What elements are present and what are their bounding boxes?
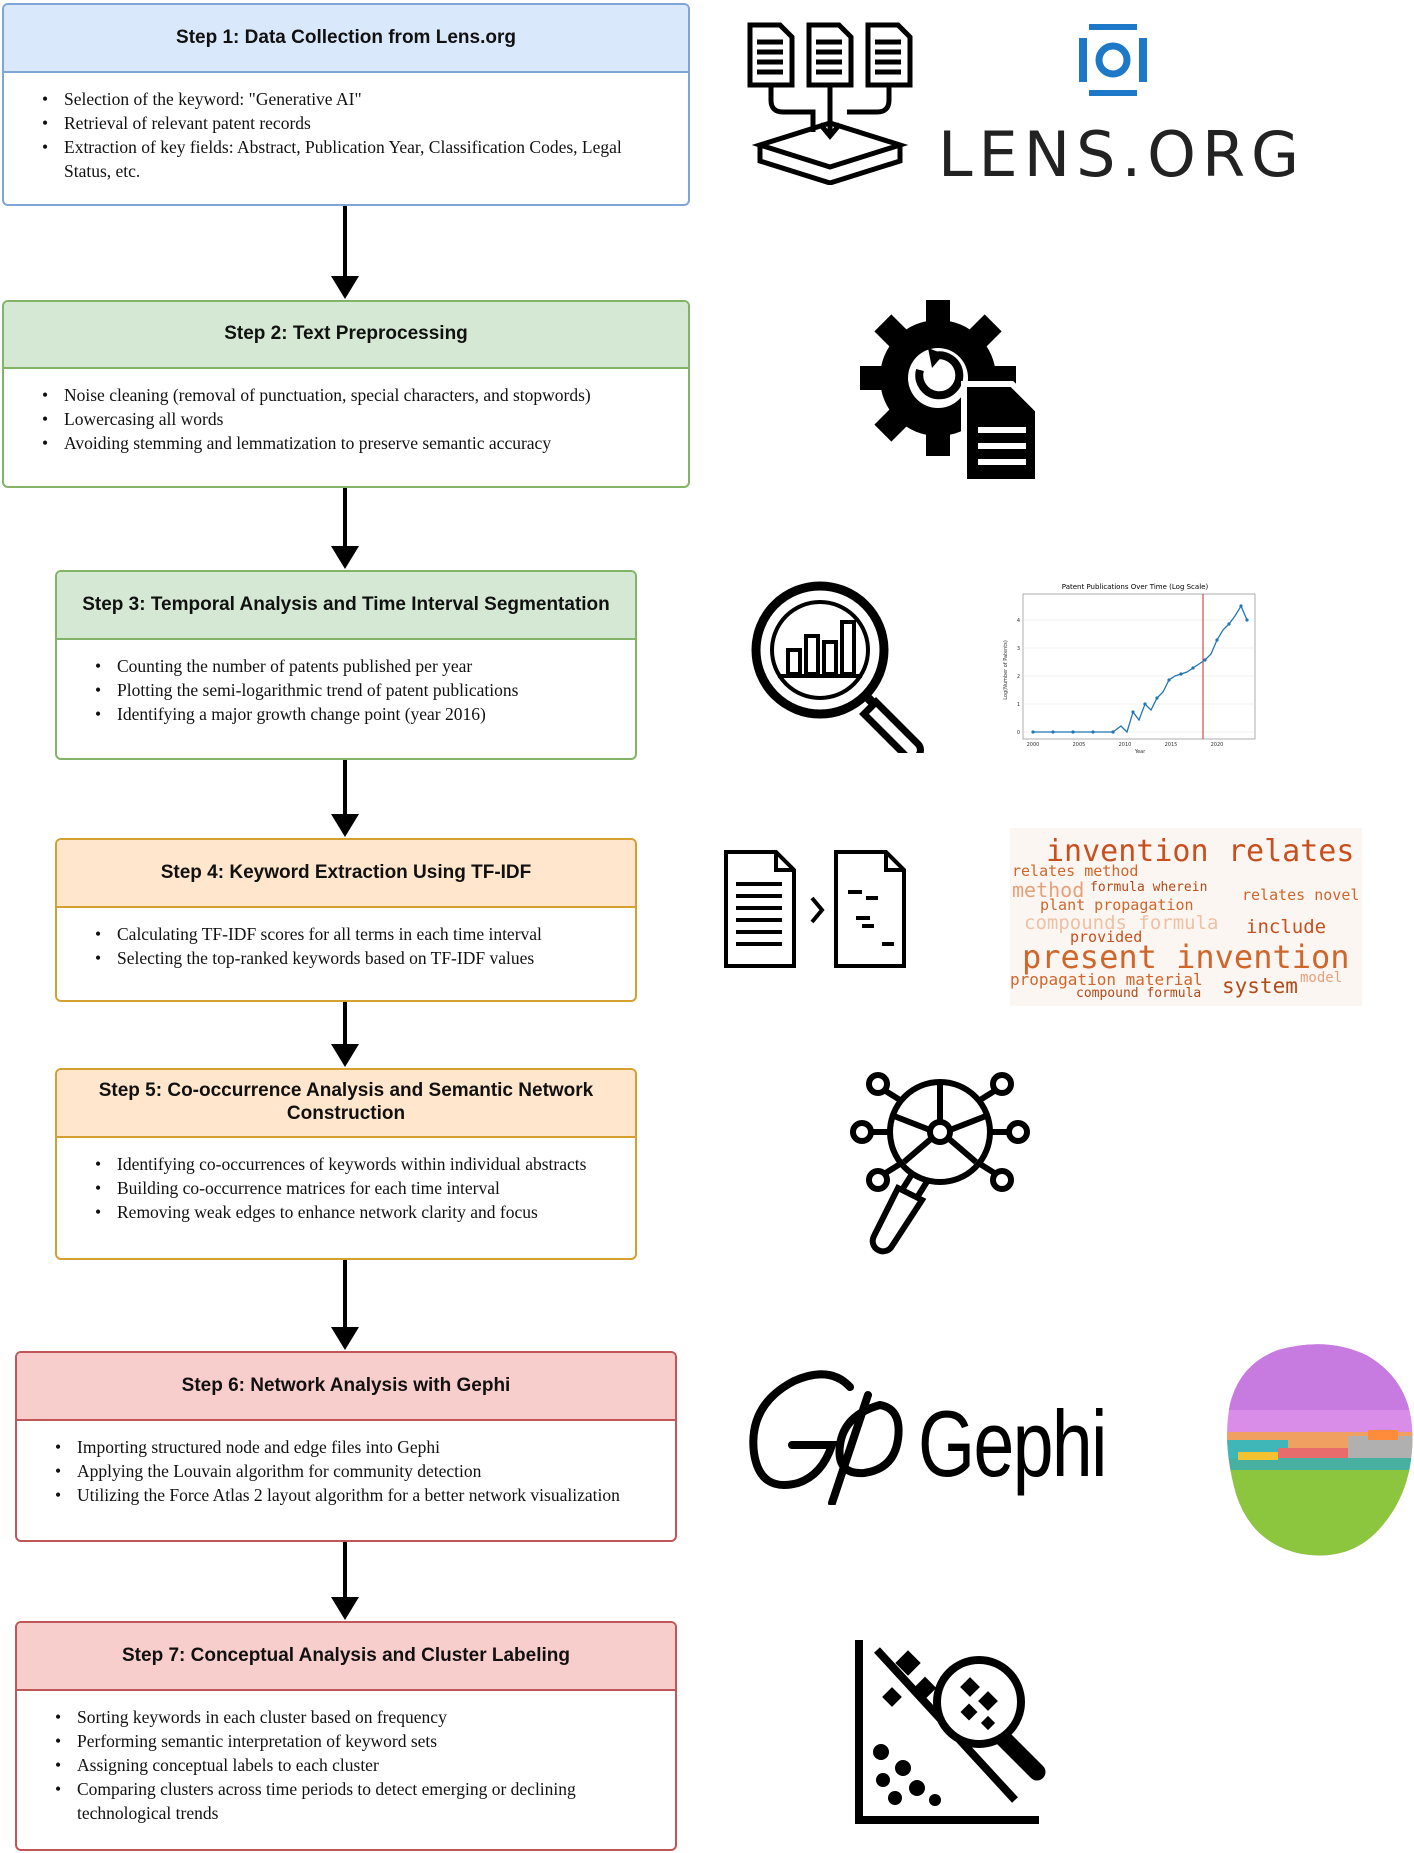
step-6-item: Utilizing the Force Atlas 2 layout algor… <box>55 1483 655 1507</box>
wordcloud-word: provided <box>1070 928 1143 946</box>
mini-chart-x-tick: 2020 <box>1211 742 1224 748</box>
wordcloud-word: include <box>1246 916 1327 938</box>
step-7-item: Performing semantic interpretation of ke… <box>55 1729 635 1753</box>
step-5-item: Building co-occurrence matrices for each… <box>95 1176 615 1200</box>
flow-arrow <box>331 1542 359 1620</box>
network-magnifier-icon <box>850 1072 1030 1255</box>
step-6-item: Applying the Louvain algorithm for commu… <box>55 1459 655 1483</box>
step-1-title: Step 1: Data Collection from Lens.org <box>4 5 688 73</box>
gear-document-icon <box>860 300 1041 485</box>
wordcloud-word: propagation material <box>1010 970 1203 989</box>
flow-arrow <box>331 1260 359 1350</box>
mini-chart-x-tick: 2000 <box>1027 742 1040 748</box>
step-5-item: Identifying co-occurrences of keywords w… <box>95 1152 615 1176</box>
mini-chart-y-tick: 3 <box>1017 646 1020 652</box>
wordcloud-word: compound formula <box>1076 986 1202 1001</box>
flow-arrow <box>331 206 359 299</box>
step-2-item: Noise cleaning (removal of punctuation, … <box>42 383 668 407</box>
tfidf-wordcloud: invention relates relates method method … <box>1010 828 1362 1006</box>
wordcloud-word: formula wherein <box>1090 880 1208 895</box>
step-3-title: Step 3: Temporal Analysis and Time Inter… <box>57 572 635 640</box>
wordcloud-word: relates method <box>1012 862 1139 880</box>
mini-chart-x-tick: 2015 <box>1165 742 1178 748</box>
document-transform-icon <box>724 850 906 968</box>
step-1-item: Retrieval of relevant patent records <box>42 111 668 135</box>
wordcloud-word: model <box>1300 970 1343 986</box>
flow-arrow <box>331 760 359 837</box>
step-1-box: Step 1: Data Collection from Lens.org Se… <box>2 3 690 206</box>
mini-chart-x-tick: 2005 <box>1073 742 1086 748</box>
step-1-item: Extraction of key fields: Abstract, Publ… <box>42 135 668 183</box>
gephi-monogram-icon <box>749 1370 903 1505</box>
step-4-item: Calculating TF-IDF scores for all terms … <box>95 922 615 946</box>
mini-line-chart: Patent Publications Over Time (Log Scale… <box>1003 583 1256 755</box>
step-3-item: Counting the number of patents published… <box>95 654 615 678</box>
step-4-title: Step 4: Keyword Extraction Using TF-IDF <box>57 840 635 908</box>
scatter-magnifier-icon <box>855 1640 1046 1824</box>
step-3-box: Step 3: Temporal Analysis and Time Inter… <box>55 570 637 760</box>
magnifier-chart-icon <box>751 581 924 753</box>
wordcloud-word: plant propagation <box>1040 896 1194 914</box>
mini-chart-y-tick: 2 <box>1017 674 1020 680</box>
step-2-box: Step 2: Text Preprocessing Noise cleanin… <box>2 300 690 488</box>
mini-chart-title: Patent Publications Over Time (Log Scale… <box>1062 583 1209 591</box>
step-4-item: Selecting the top-ranked keywords based … <box>95 946 615 970</box>
lens-logo-text: LENS.ORG <box>938 118 1306 191</box>
step-3-item: Plotting the semi-logarithmic trend of p… <box>95 678 615 702</box>
step-1-item: Selection of the keyword: "Generative AI… <box>42 87 668 111</box>
step-7-item: Sorting keywords in each cluster based o… <box>55 1705 635 1729</box>
gephi-logo-text: Gephi <box>918 1391 1107 1496</box>
step-7-item: Comparing clusters across time periods t… <box>55 1777 635 1825</box>
wordcloud-word: compounds formula <box>1024 912 1219 934</box>
mini-chart-xlabel: Year <box>1134 749 1147 755</box>
wordcloud-word: relates <box>1228 834 1355 869</box>
step-2-item: Lowercasing all words <box>42 407 668 431</box>
flow-arrow <box>331 488 359 569</box>
step-6-box: Step 6: Network Analysis with Gephi Impo… <box>15 1351 677 1542</box>
step-2-title: Step 2: Text Preprocessing <box>4 302 688 369</box>
flow-arrow <box>331 1002 359 1067</box>
wordcloud-word: invention <box>1046 834 1209 869</box>
wordcloud-word: system <box>1222 974 1298 998</box>
step-5-item: Removing weak edges to enhance network c… <box>95 1200 615 1224</box>
mini-chart-ylabel: Log(Number of Patents) <box>1003 640 1009 700</box>
step-5-title: Step 5: Co-occurrence Analysis and Seman… <box>57 1070 635 1138</box>
lens-logo-icon <box>1079 24 1147 96</box>
step-7-title: Step 7: Conceptual Analysis and Cluster … <box>17 1623 675 1691</box>
mini-chart-x-tick: 2010 <box>1119 742 1132 748</box>
wordcloud-word: relates novel <box>1242 886 1360 904</box>
step-4-box: Step 4: Keyword Extraction Using TF-IDF … <box>55 838 637 1002</box>
step-7-item: Assigning conceptual labels to each clus… <box>55 1753 635 1777</box>
wordcloud-word: present invention <box>1022 938 1350 976</box>
wordcloud-word: method <box>1012 878 1085 902</box>
step-2-item: Avoiding stemming and lemmatization to p… <box>42 431 668 455</box>
step-3-item: Identifying a major growth change point … <box>95 702 615 726</box>
step-5-box: Step 5: Co-occurrence Analysis and Seman… <box>55 1068 637 1260</box>
mini-chart-y-tick: 0 <box>1017 730 1020 736</box>
step-7-box: Step 7: Conceptual Analysis and Cluster … <box>15 1621 677 1851</box>
gephi-network-graph <box>1227 1344 1413 1556</box>
mini-chart-y-tick: 4 <box>1017 618 1020 624</box>
step-6-item: Importing structured node and edge files… <box>55 1435 655 1459</box>
step-6-title: Step 6: Network Analysis with Gephi <box>17 1353 675 1421</box>
data-collection-icon <box>747 22 913 185</box>
mini-chart-y-tick: 1 <box>1017 702 1020 708</box>
